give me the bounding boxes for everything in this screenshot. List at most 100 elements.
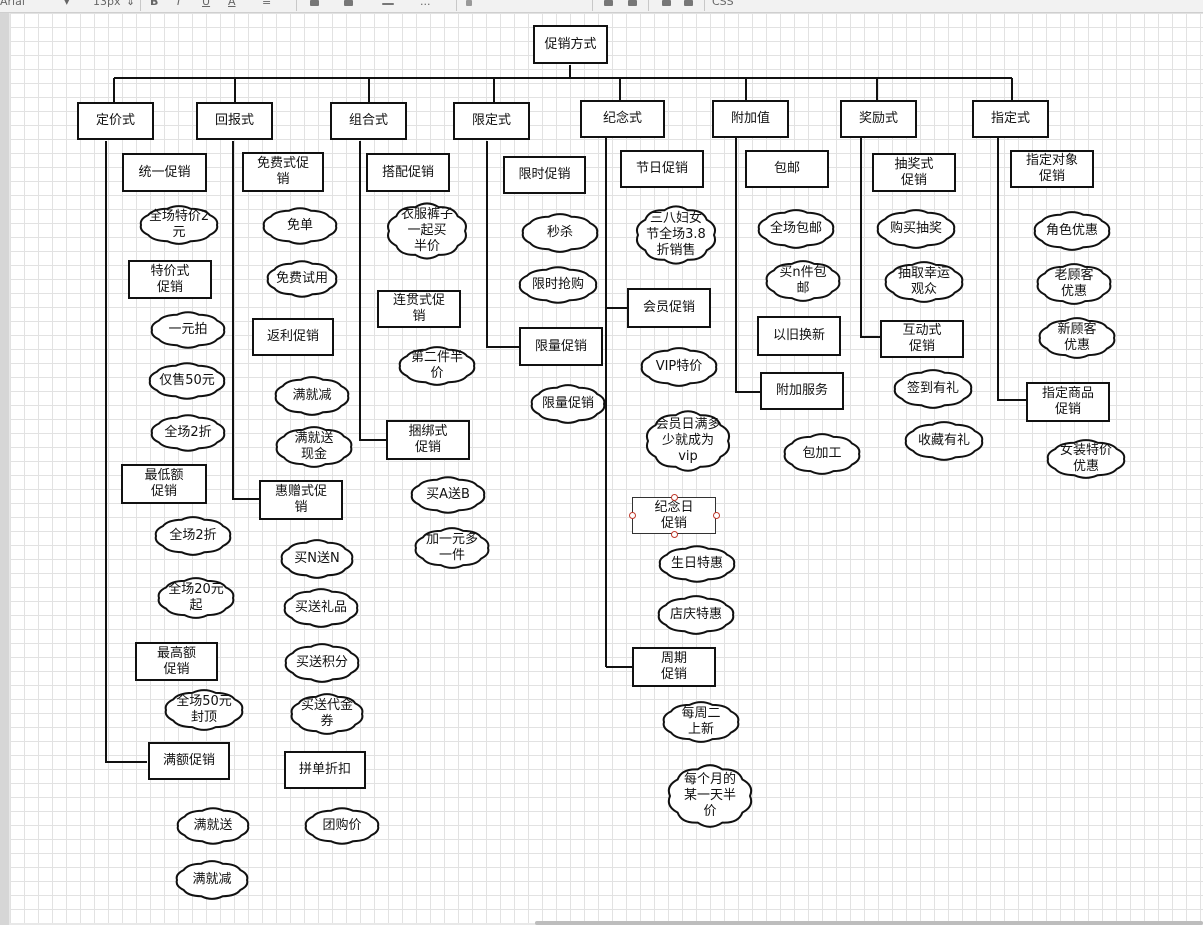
cloud-node[interactable]: 买A送B: [410, 476, 486, 514]
cloud-node[interactable]: 第二件半 价: [398, 346, 476, 386]
subnode-huiyuan[interactable]: 会员促销: [627, 288, 711, 328]
cloud-node[interactable]: 全场50元 封顶: [164, 689, 244, 731]
subnode-baoyou[interactable]: 包邮: [745, 150, 829, 188]
cloud-node[interactable]: 女装特价 优惠: [1046, 439, 1126, 479]
subnode-fujia[interactable]: 附加服务: [760, 372, 844, 410]
font-name-select[interactable]: Arial: [0, 0, 25, 8]
category-node[interactable]: 奖励式: [840, 100, 917, 138]
cloud-node[interactable]: 买送积分: [284, 643, 360, 683]
cloud-node[interactable]: 角色优惠: [1033, 211, 1111, 251]
font-color-button[interactable]: A: [228, 0, 236, 8]
cloud-node[interactable]: 仅售50元: [148, 362, 226, 400]
subnode-mianfei[interactable]: 免费式促 销: [242, 152, 324, 192]
cloud-node[interactable]: 买送礼品: [283, 588, 359, 628]
cloud-node[interactable]: VIP特价: [640, 347, 718, 387]
cloud-node[interactable]: 满就减: [274, 376, 350, 416]
subnode-pindan[interactable]: 拼单折扣: [284, 751, 366, 789]
cloud-node[interactable]: 免单: [262, 207, 338, 245]
category-node[interactable]: 纪念式: [580, 100, 665, 138]
subnode-kunbang[interactable]: 捆绑式 促销: [386, 420, 470, 460]
cloud-node[interactable]: 满就送: [176, 807, 250, 845]
cloud-node[interactable]: 衣服裤子 一起买 半价: [387, 202, 467, 260]
subnode-liangguan[interactable]: 连贯式促 销: [377, 290, 461, 328]
subnode-zuigao[interactable]: 最高额 促销: [135, 642, 218, 681]
cloud-node[interactable]: 每个月的 某一天半 价: [667, 764, 753, 828]
font-size-dropdown-icon[interactable]: ⇕: [126, 0, 136, 8]
cloud-node[interactable]: 全场包邮: [757, 209, 835, 249]
cloud-node[interactable]: 买n件包 邮: [765, 260, 841, 302]
cloud-node[interactable]: 秒杀: [521, 213, 599, 253]
root-node[interactable]: 促销方式: [533, 25, 608, 64]
cloud-node[interactable]: 加一元多 一件: [414, 527, 490, 569]
cloud-node[interactable]: 购买抽奖: [876, 209, 956, 249]
subnode-shangpin[interactable]: 指定商品 促销: [1026, 382, 1110, 422]
cloud-node[interactable]: 全场2折: [154, 516, 232, 556]
subnode-hudong[interactable]: 互动式 促销: [880, 320, 964, 358]
cloud-node[interactable]: 免费试用: [266, 260, 338, 298]
font-name-dropdown-icon[interactable]: ▾: [64, 0, 70, 8]
cloud-node[interactable]: 三八妇女 节全场3.8 折销售: [635, 205, 717, 265]
subnode-fanli[interactable]: 返利促销: [252, 318, 334, 356]
cloud-node[interactable]: 会员日满多 少就成为 vip: [645, 410, 731, 472]
send-back-icon[interactable]: [628, 0, 637, 6]
subnode-choujiang[interactable]: 抽奖式 促销: [872, 153, 956, 192]
subnode-yijiu[interactable]: 以旧换新: [757, 316, 841, 356]
subnode-jinianri[interactable]: 纪念日 促销: [632, 497, 716, 534]
cloud-node[interactable]: 每周二 上新: [662, 701, 740, 743]
css-button[interactable]: CSS: [712, 0, 734, 8]
category-node[interactable]: 组合式: [330, 102, 407, 140]
cloud-node[interactable]: 全场2折: [150, 414, 226, 452]
cloud-node[interactable]: 收藏有礼: [904, 421, 984, 461]
category-node[interactable]: 附加值: [712, 100, 789, 138]
cloud-node[interactable]: 签到有礼: [893, 369, 973, 409]
cloud-node[interactable]: 包加工: [783, 433, 861, 475]
cloud-node[interactable]: 老顾客 优惠: [1036, 263, 1112, 305]
subnode-xianshi[interactable]: 限时促销: [503, 156, 586, 194]
cloud-node[interactable]: 全场特价2 元: [139, 205, 219, 245]
subnode-mane[interactable]: 满额促销: [148, 742, 230, 780]
align-icon[interactable]: ≡: [262, 0, 272, 8]
subnode-duixiang[interactable]: 指定对象 促销: [1010, 150, 1094, 188]
subnode-huizeng[interactable]: 惠赠式促 销: [259, 480, 343, 520]
horizontal-scrollbar[interactable]: [535, 921, 1203, 925]
line-color-icon[interactable]: [344, 0, 353, 6]
line-style-icon[interactable]: [382, 3, 394, 5]
subnode-xianliang[interactable]: 限量促销: [519, 327, 603, 366]
resize-handle[interactable]: [671, 494, 678, 501]
bring-front-icon[interactable]: [604, 0, 613, 6]
group-icon[interactable]: [662, 0, 671, 6]
resize-handle[interactable]: [671, 531, 678, 538]
category-node[interactable]: 限定式: [453, 102, 530, 140]
subnode-zuidie[interactable]: 最低额 促销: [121, 464, 207, 504]
subnode-zhouqi[interactable]: 周期 促销: [632, 647, 716, 687]
cloud-node[interactable]: 买N送N: [280, 539, 354, 579]
subnode-jieri[interactable]: 节日促销: [620, 150, 704, 188]
cloud-node[interactable]: 新顾客 优惠: [1038, 317, 1116, 359]
cloud-node[interactable]: 抽取幸运 观众: [884, 261, 964, 303]
cloud-node[interactable]: 限量促销: [530, 384, 606, 424]
cloud-node[interactable]: 限时抢购: [518, 266, 598, 304]
fill-color-icon[interactable]: [310, 0, 319, 6]
category-node[interactable]: 定价式: [77, 102, 154, 140]
italic-button[interactable]: I: [177, 0, 181, 8]
diagram-canvas[interactable]: 促销方式定价式回报式组合式限定式纪念式附加值奖励式指定式统一促销特价式 促销最低…: [10, 13, 1203, 923]
resize-handle[interactable]: [713, 512, 720, 519]
cloud-node[interactable]: 生日特惠: [658, 545, 736, 583]
bold-button[interactable]: B: [150, 0, 159, 8]
font-size-select[interactable]: 13px: [93, 0, 121, 8]
subnode-tejia[interactable]: 特价式 促销: [128, 260, 212, 299]
cloud-node[interactable]: 店庆特惠: [657, 595, 735, 635]
subnode-tongyi[interactable]: 统一促销: [122, 153, 207, 192]
resize-handle[interactable]: [629, 512, 636, 519]
cloud-node[interactable]: 满就送 现金: [275, 426, 353, 468]
ungroup-icon[interactable]: [684, 0, 693, 6]
subnode-dapei[interactable]: 搭配促销: [366, 153, 450, 192]
more-options-button[interactable]: ...: [420, 0, 431, 8]
cloud-node[interactable]: 一元拍: [150, 311, 226, 349]
cloud-node[interactable]: 团购价: [304, 807, 380, 845]
category-node[interactable]: 回报式: [196, 102, 273, 140]
cloud-node[interactable]: 买送代金 券: [290, 693, 364, 735]
underline-button[interactable]: U: [202, 0, 211, 8]
cloud-node[interactable]: 满就减: [175, 860, 249, 900]
copy-style-icon[interactable]: [466, 0, 472, 6]
